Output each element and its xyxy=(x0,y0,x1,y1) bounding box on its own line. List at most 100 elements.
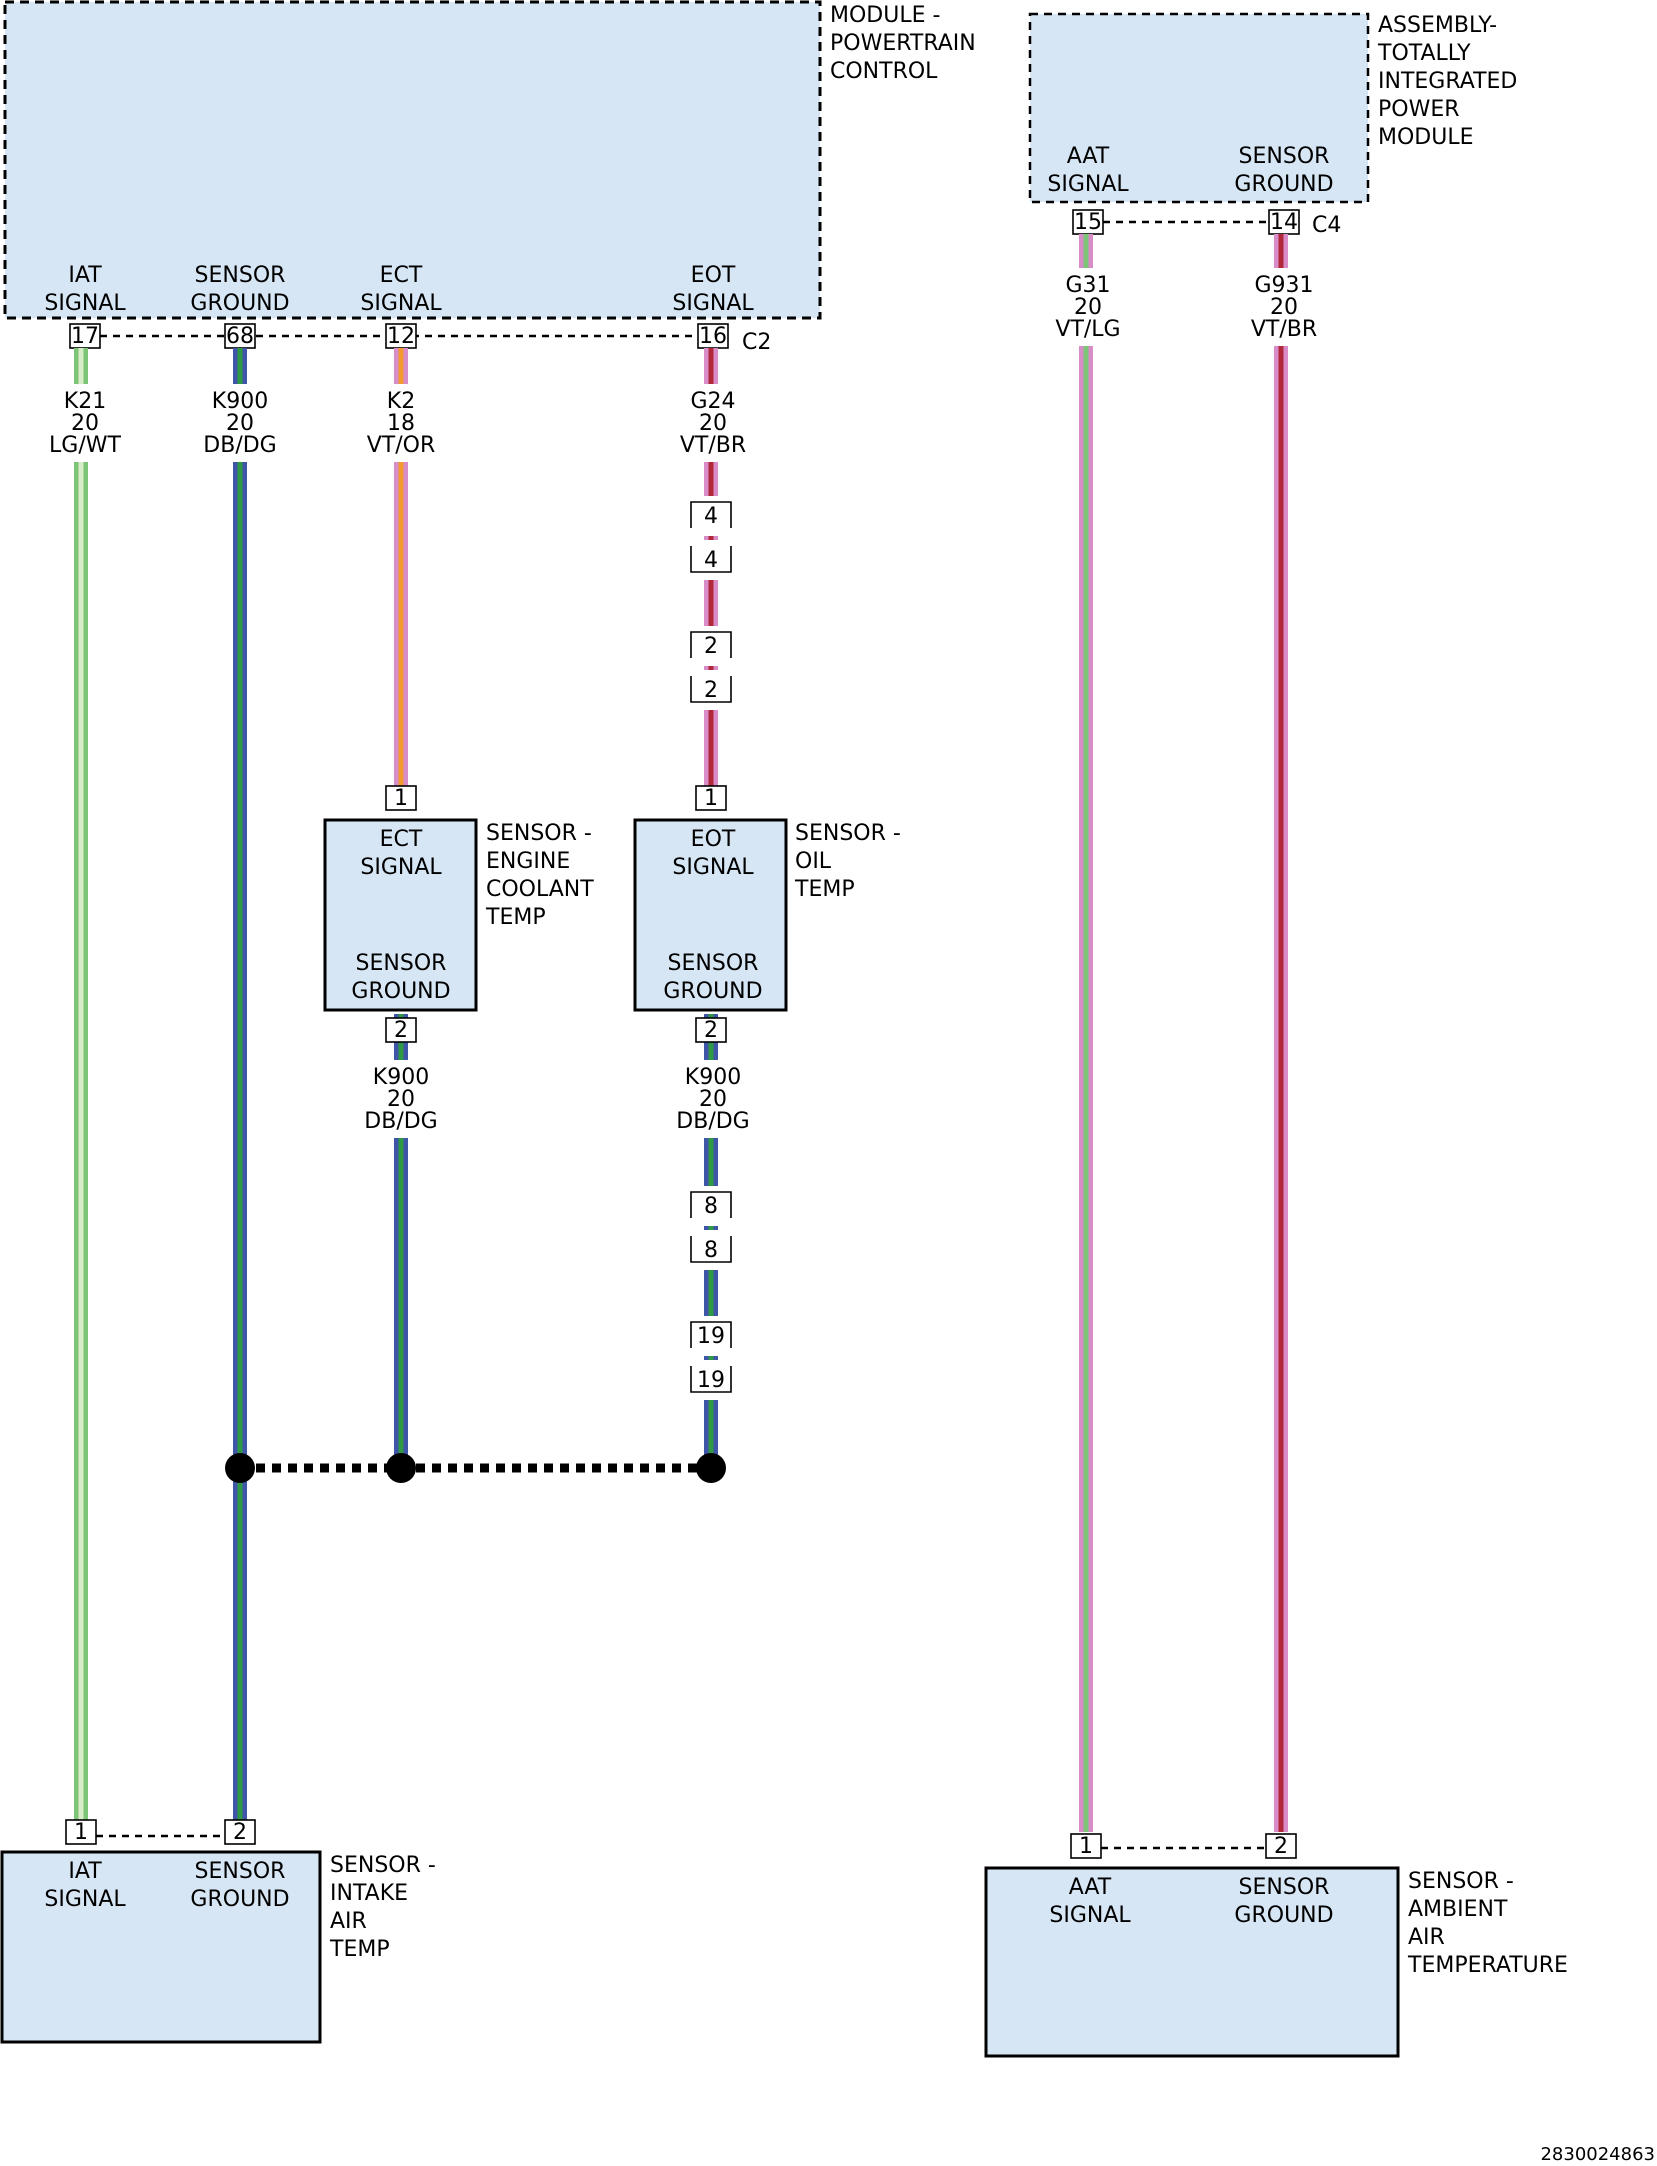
eot-pin-number: 1 xyxy=(704,786,718,811)
pcm-pin-label: GROUND xyxy=(190,291,289,316)
eot-pin-label: GROUND xyxy=(663,979,762,1004)
eot-pin xyxy=(695,1017,727,1043)
pcm-pin-label: SENSOR xyxy=(195,263,286,288)
inline-connector-g24-number: 2 xyxy=(704,678,718,703)
ect-pin xyxy=(385,785,417,811)
iat-pin-label: GROUND xyxy=(190,1887,289,1912)
tipm-pin-number: 15 xyxy=(1074,210,1102,235)
wire-g31-label-gap xyxy=(1040,268,1136,346)
inline-connector-k900 xyxy=(690,1366,732,1393)
wire-g31-label-gauge: 20 xyxy=(1074,295,1102,320)
eot-pin-label: SIGNAL xyxy=(672,855,754,880)
iat-pin xyxy=(65,1819,97,1845)
tipm-module-name: INTEGRATED xyxy=(1378,69,1517,94)
wire-k21-label-circuit: K21 xyxy=(64,389,106,414)
iat-sensor xyxy=(0,1850,322,2044)
wire-k900-eot-label-circuit: K900 xyxy=(685,1065,741,1090)
aat-pin-label: SENSOR xyxy=(1239,1875,1330,1900)
tipm-module-name: MODULE xyxy=(1378,125,1474,150)
inline-connector-g24 xyxy=(690,631,732,658)
wire-g24-label-gap xyxy=(665,384,761,462)
tipm-module-name: POWER xyxy=(1378,97,1460,122)
iat-pin-label: SENSOR xyxy=(195,1859,286,1884)
pcm-pin-number: 17 xyxy=(71,324,99,349)
aat-pin-label: GROUND xyxy=(1234,1903,1333,1928)
tipm-pin-number: 14 xyxy=(1270,210,1298,235)
iat-sensor-name: TEMP xyxy=(329,1937,390,1962)
wire-k900-eot-label-gauge: 20 xyxy=(699,1087,727,1112)
pcm-pin-label: IAT xyxy=(68,263,102,288)
ect-sensor-name: COOLANT xyxy=(486,877,594,902)
inline-connector-k900 xyxy=(690,1191,732,1218)
ect-pin xyxy=(385,1017,417,1043)
pcm-module xyxy=(3,0,822,320)
pcm-connector-id: C2 xyxy=(742,330,771,355)
tipm-pin-label: SIGNAL xyxy=(1047,172,1129,197)
wire-k900-pcm-label-gauge: 20 xyxy=(226,411,254,436)
wire-g31-label-circuit: G31 xyxy=(1065,273,1110,298)
splice-node xyxy=(696,1453,726,1483)
pcm-pin-label: SIGNAL xyxy=(672,291,754,316)
iat-pin-label: SIGNAL xyxy=(44,1887,126,1912)
iat-pin-number: 1 xyxy=(74,1820,88,1845)
wire-k900-pcm-label-color: DB/DG xyxy=(203,433,276,458)
wire-k900-eot-label-color: DB/DG xyxy=(676,1109,749,1134)
iat-sensor-name: INTAKE xyxy=(330,1881,408,1906)
wire-k2-label-gap xyxy=(353,384,449,462)
inline-connector-g24 xyxy=(690,501,732,528)
aat-pin-label: AAT xyxy=(1069,1875,1112,1900)
aat-sensor-name: AIR xyxy=(1408,1925,1445,1950)
tipm-module-name: ASSEMBLY- xyxy=(1378,13,1497,38)
inline-connector-k900 xyxy=(690,1321,732,1348)
aat-pin-label: SIGNAL xyxy=(1049,1903,1131,1928)
iat-pin xyxy=(224,1819,256,1845)
wire-k2-label-gauge: 18 xyxy=(387,411,415,436)
eot-sensor-name: OIL xyxy=(795,849,832,874)
ect-pin-label: SENSOR xyxy=(356,951,447,976)
aat-pin xyxy=(1265,1833,1297,1859)
eot-sensor-name: SENSOR - xyxy=(795,821,901,846)
wire-g24-label-color: VT/BR xyxy=(680,433,746,458)
ect-sensor-name: TEMP xyxy=(485,905,546,930)
ect-sensor-name: ENGINE xyxy=(486,849,570,874)
ect-pin-label: ECT xyxy=(380,827,423,852)
wire-g931-label-circuit: G931 xyxy=(1254,273,1313,298)
wire-g24-label-circuit: G24 xyxy=(690,389,735,414)
wire-k900-pcm-label-gap xyxy=(192,384,288,462)
aat-pin-number: 1 xyxy=(1079,1834,1093,1859)
tipm-module-name: TOTALLY xyxy=(1377,41,1471,66)
wire-g931-label-gap xyxy=(1236,268,1332,346)
ect-sensor xyxy=(323,818,478,1012)
iat-sensor-name: AIR xyxy=(330,1909,367,1934)
wire-k21-label-gauge: 20 xyxy=(71,411,99,436)
ect-sensor-name: SENSOR - xyxy=(486,821,592,846)
inline-connector-g24-number: 4 xyxy=(704,504,718,529)
eot-sensor-name: TEMP xyxy=(794,877,855,902)
pcm-pin-number: 16 xyxy=(699,324,727,349)
eot-pin-number: 2 xyxy=(704,1018,718,1043)
ect-pin-number: 1 xyxy=(394,786,408,811)
inline-connector-k900 xyxy=(690,1236,732,1263)
ect-pin-number: 2 xyxy=(394,1018,408,1043)
aat-pin-number: 2 xyxy=(1274,1834,1288,1859)
wire-k21-label-gap xyxy=(37,384,133,462)
pcm-module-name: CONTROL xyxy=(830,59,938,84)
inline-connector-k900-number: 8 xyxy=(704,1238,718,1263)
pcm-pin-label: SIGNAL xyxy=(360,291,442,316)
wire-k900-ect-label-gauge: 20 xyxy=(387,1087,415,1112)
wire-k900-ect-label-circuit: K900 xyxy=(373,1065,429,1090)
ect-pin-label: SIGNAL xyxy=(360,855,442,880)
wire-k900-ect-label-gap xyxy=(353,1060,449,1138)
aat-sensor-name: TEMPERATURE xyxy=(1407,1953,1568,1978)
wire-k900-ect-label-color: DB/DG xyxy=(364,1109,437,1134)
wire-k21-label-color: LG/WT xyxy=(49,433,121,458)
aat-pin xyxy=(1070,1833,1102,1859)
tipm-pin-label: GROUND xyxy=(1234,172,1333,197)
wire-g931-label-color: VT/BR xyxy=(1251,317,1317,342)
splice-node xyxy=(225,1453,255,1483)
inline-connector-g24 xyxy=(690,676,732,703)
tipm-connector-id: C4 xyxy=(1312,213,1341,238)
pcm-module-name: MODULE - xyxy=(830,3,940,28)
iat-pin-label: IAT xyxy=(68,1859,102,1884)
